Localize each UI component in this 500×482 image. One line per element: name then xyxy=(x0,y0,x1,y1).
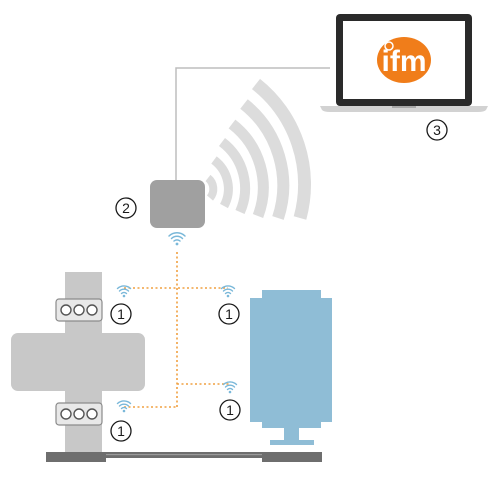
laptop-cable xyxy=(175,67,330,180)
sensor-bottom-left: 1 xyxy=(110,400,132,442)
wave-4 xyxy=(228,119,269,218)
callout-label-2: 2 xyxy=(122,200,130,216)
wifi-icon xyxy=(116,285,132,298)
base-rail xyxy=(46,452,322,462)
callout-label-1: 1 xyxy=(226,402,234,418)
gateway xyxy=(150,180,205,246)
motor-neck xyxy=(284,428,299,442)
wave-3 xyxy=(218,138,251,215)
machine-housing xyxy=(11,333,145,391)
wifi-icon xyxy=(220,285,236,298)
left-flange xyxy=(46,452,106,462)
gateway-box xyxy=(150,180,205,228)
callout-laptop: 3 xyxy=(426,119,448,141)
sensor-top-right: 1 xyxy=(218,285,240,325)
motor xyxy=(250,290,332,445)
sensor-links xyxy=(124,252,230,408)
wifi-icon xyxy=(222,381,238,394)
sensor-top-left: 1 xyxy=(110,285,132,325)
motor-cap-top xyxy=(262,290,321,300)
motor-body xyxy=(250,298,332,422)
machine xyxy=(11,272,145,460)
motor-cap-bottom xyxy=(262,420,321,428)
laptop: ifm xyxy=(320,14,488,112)
logo-dot xyxy=(384,41,394,51)
sensor-bottom-right: 1 xyxy=(219,381,241,421)
callout-label-1: 1 xyxy=(225,306,233,322)
wave-1 xyxy=(205,174,218,201)
wave-2 xyxy=(211,156,233,209)
motor-foot xyxy=(270,440,314,445)
wave-6 xyxy=(251,78,311,220)
callout-label-1: 1 xyxy=(117,306,125,322)
rail-highlight xyxy=(106,454,262,456)
laptop-notch xyxy=(392,106,416,108)
wireless-waves xyxy=(205,78,311,220)
ifm-logo: ifm xyxy=(377,37,431,83)
upper-bearing xyxy=(55,298,103,322)
right-flange xyxy=(262,452,322,462)
wave-5 xyxy=(240,99,290,220)
laptop-base xyxy=(320,106,488,112)
wifi-icon xyxy=(168,232,186,246)
lower-bearing xyxy=(55,402,103,426)
callout-gateway: 2 xyxy=(115,197,137,219)
callout-label-1: 1 xyxy=(117,423,125,439)
wifi-icon xyxy=(116,400,132,413)
callout-label-3: 3 xyxy=(433,122,441,138)
